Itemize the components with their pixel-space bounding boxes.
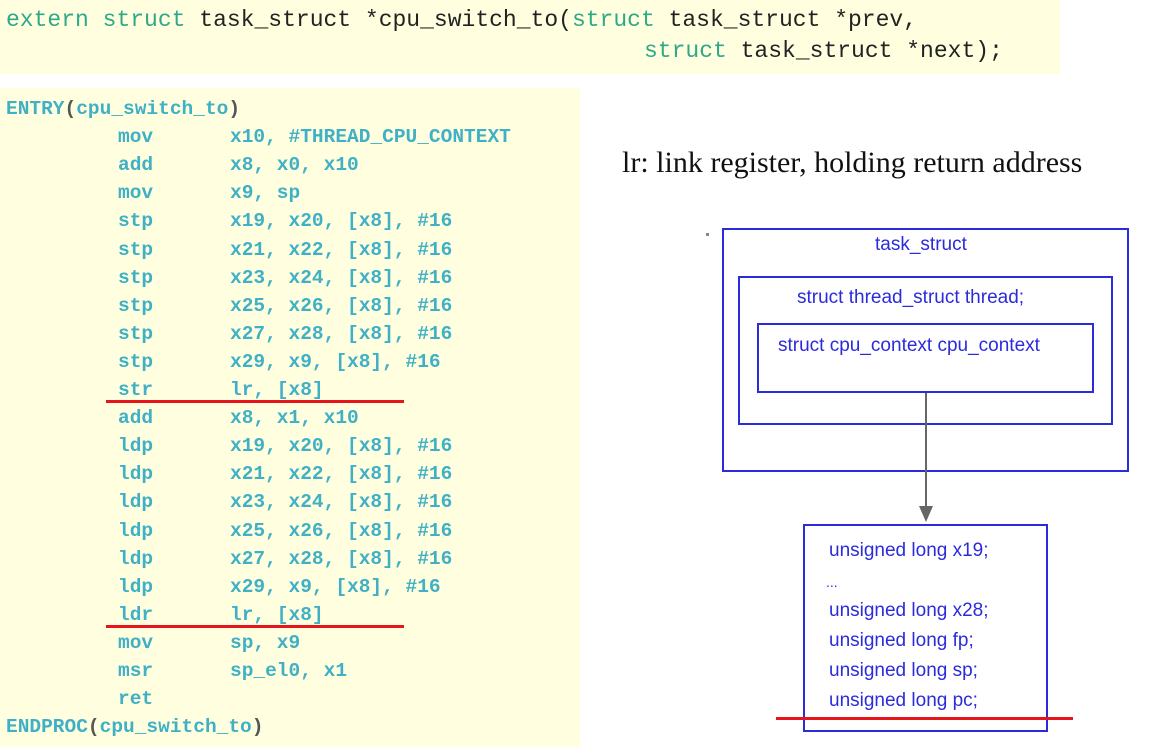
keyword: struct: [644, 38, 727, 64]
instruction-operands: x9, sp: [230, 182, 301, 205]
instruction-opcode: ldp: [118, 435, 154, 458]
task-struct-label: task_struct: [875, 234, 967, 255]
paren: (: [87, 716, 100, 739]
str-highlight-underline: [106, 400, 404, 403]
instruction-operands: lr, [x8]: [230, 379, 324, 401]
instruction-opcode: str: [118, 379, 154, 401]
instruction-opcode: ldp: [118, 463, 154, 486]
cpu-context-fields-box: [803, 524, 1048, 732]
instruction-opcode: ldr: [118, 603, 154, 626]
struct-field: unsigned long pc;: [829, 690, 978, 711]
cpu-context-label: struct cpu_context cpu_context: [778, 335, 1040, 356]
instruction-operands: x23, x24, [x8], #16: [230, 266, 453, 289]
declaration-text: task_struct *prev,: [654, 7, 918, 33]
endproc-macro: ENDPROC: [6, 716, 88, 739]
keyword: struct: [571, 7, 655, 33]
instruction-opcode: ldp: [118, 575, 154, 598]
endproc-name: cpu_switch_to: [99, 716, 252, 739]
struct-field: unsigned long x19;: [829, 540, 989, 561]
instruction-opcode: add: [118, 407, 154, 430]
instruction-operands: x21, x22, [x8], #16: [230, 238, 453, 261]
stray-dot: [706, 233, 709, 236]
pc-highlight-underline: [776, 717, 1073, 720]
instruction-opcode: mov: [118, 126, 154, 149]
instruction-operands: x25, x26, [x8], #16: [230, 294, 453, 317]
struct-field: unsigned long x28;: [829, 600, 989, 621]
pointer-arrow-head: [919, 506, 933, 522]
declaration-line-2: struct task_struct *next);: [644, 37, 1003, 65]
instruction-opcode: mov: [118, 631, 154, 654]
instruction-opcode: msr: [118, 660, 154, 682]
instruction-operands: x19, x20, [x8], #16: [230, 210, 453, 233]
instruction-operands: x29, x9, [x8], #16: [230, 350, 441, 373]
instruction-opcode: stp: [118, 238, 154, 261]
thread-struct-label: struct thread_struct thread;: [797, 287, 1025, 308]
instruction-opcode: ldp: [118, 547, 154, 570]
keyword: extern: [6, 7, 89, 33]
instruction-opcode: ret: [118, 688, 154, 711]
endproc-line: ENDPROC(cpu_switch_to): [6, 713, 263, 741]
entry-line: ENTRY(cpu_switch_to): [6, 95, 240, 123]
instruction-opcode: mov: [118, 182, 154, 205]
instruction-operands: x29, x9, [x8], #16: [230, 575, 441, 598]
instruction-operands: x8, x1, x10: [230, 407, 359, 430]
instruction-opcode: ldp: [118, 519, 154, 542]
instruction-opcode: ldp: [118, 491, 154, 514]
declaration-line-1: extern struct task_struct *cpu_switch_to…: [6, 6, 917, 34]
declaration-text: task_struct *next);: [726, 38, 1003, 64]
function-declaration: extern struct task_struct *cpu_switch_to…: [0, 0, 1060, 74]
entry-name: cpu_switch_to: [76, 98, 229, 120]
keyword: struct: [102, 7, 186, 33]
instruction-operands: x27, x28, [x8], #16: [230, 322, 453, 345]
instruction-operands: sp, x9: [230, 631, 301, 654]
instruction-operands: x23, x24, [x8], #16: [230, 491, 453, 514]
instruction-operands: x25, x26, [x8], #16: [230, 519, 453, 542]
instruction-opcode: add: [118, 154, 154, 177]
instruction-operands: x8, x0, x10: [230, 154, 359, 177]
struct-field: unsigned long sp;: [829, 660, 978, 681]
cpu-context-box: [757, 323, 1094, 393]
instruction-opcode: stp: [118, 294, 154, 317]
instruction-operands: lr, [x8]: [230, 603, 324, 626]
instruction-operands: x21, x22, [x8], #16: [230, 463, 453, 486]
instruction-operands: x19, x20, [x8], #16: [230, 435, 453, 458]
instruction-opcode: stp: [118, 350, 154, 373]
struct-field: ...: [826, 574, 838, 590]
instruction-operands: x27, x28, [x8], #16: [230, 547, 453, 570]
instruction-operands: x10, #THREAD_CPU_CONTEXT: [230, 126, 511, 149]
declaration-text: task_struct *cpu_switch_to(: [185, 7, 572, 33]
paren: (: [64, 98, 77, 120]
paren: ): [228, 98, 241, 120]
struct-field: unsigned long fp;: [829, 630, 974, 651]
lr-note: lr: link register, holding return addres…: [622, 146, 1083, 179]
instruction-opcode: stp: [118, 266, 154, 289]
instruction-opcode: stp: [118, 322, 154, 345]
instruction-operands: sp_el0, x1: [230, 660, 348, 682]
paren: ): [251, 716, 264, 739]
ldr-highlight-underline: [106, 624, 404, 628]
entry-macro: ENTRY: [6, 98, 65, 120]
instruction-opcode: stp: [118, 210, 154, 233]
